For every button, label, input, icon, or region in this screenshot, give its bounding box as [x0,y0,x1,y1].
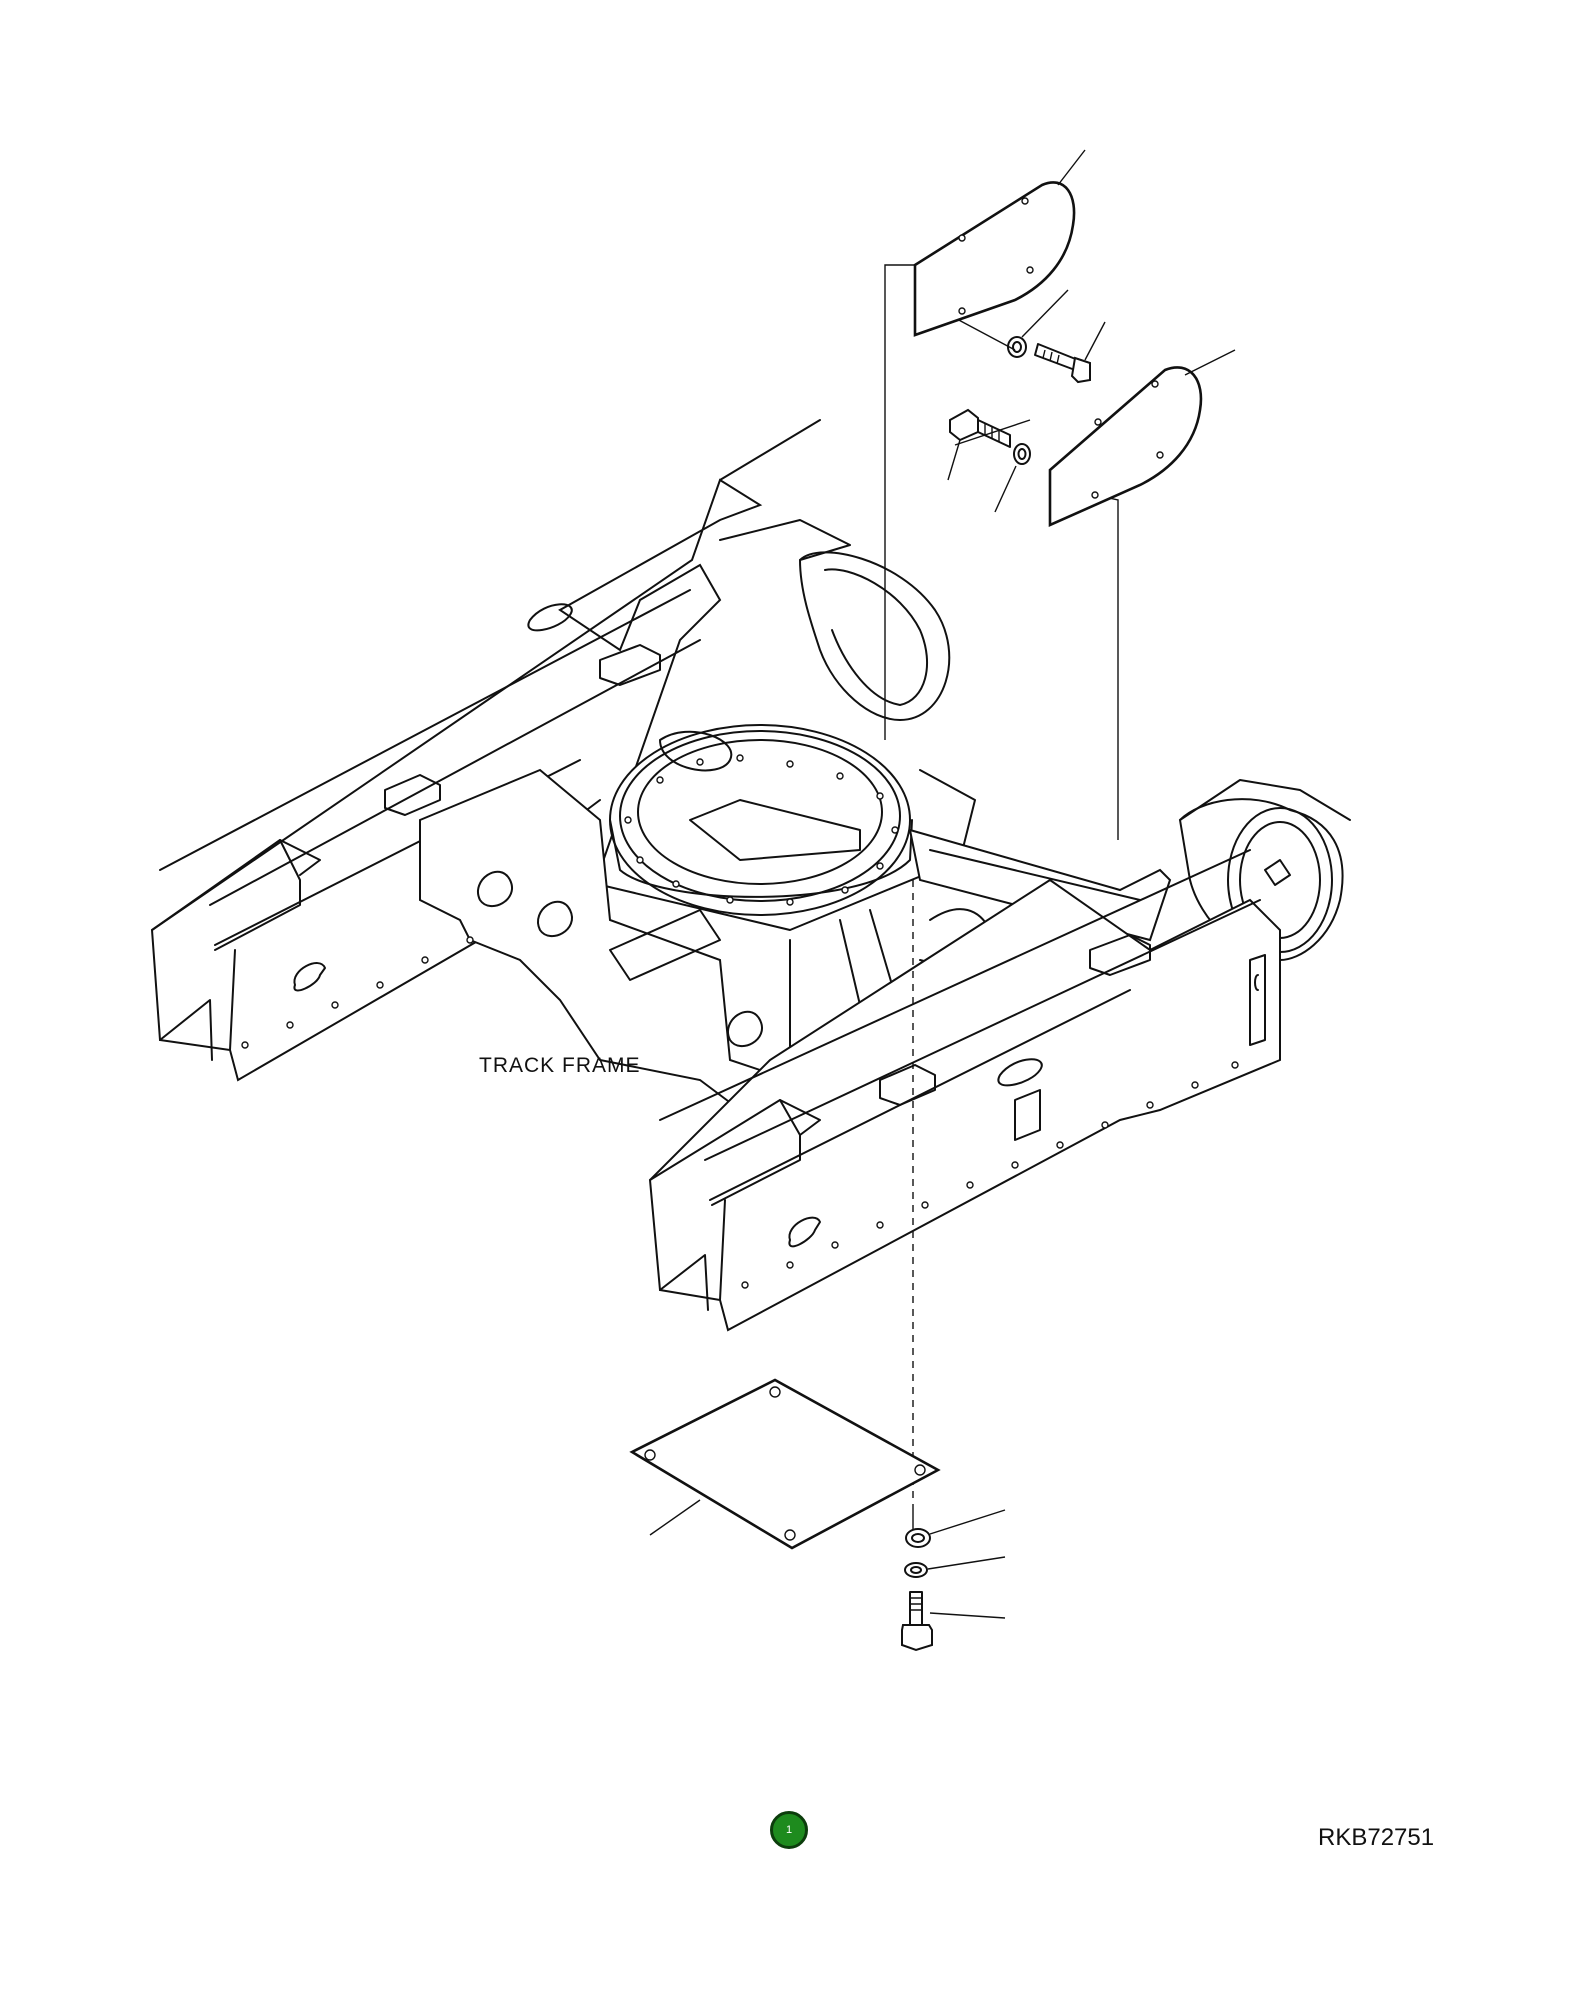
assembly-guide-lines [884,264,1119,1530]
cover-washer-left-icon [1007,289,1069,358]
page-marker-button[interactable]: 1 [770,1811,808,1849]
under-cover-plate-icon [629,1378,941,1550]
cover-bolt-left-icon [1034,321,1106,384]
lower-bolt-icon [901,1591,1006,1652]
cover-washer-right-icon [994,443,1031,513]
cover-bolt-right-icon [947,408,1011,481]
track-frame-icon [150,419,1351,1332]
track-frame-label: TRACK FRAME [479,1054,641,1077]
lower-nut-icon [905,1509,1006,1548]
lower-washer-icon [904,1556,1006,1578]
drawing-number: RKB72751 [1318,1824,1435,1851]
upper-left-cover-icon [913,149,1086,337]
upper-right-cover-icon [1048,349,1236,528]
